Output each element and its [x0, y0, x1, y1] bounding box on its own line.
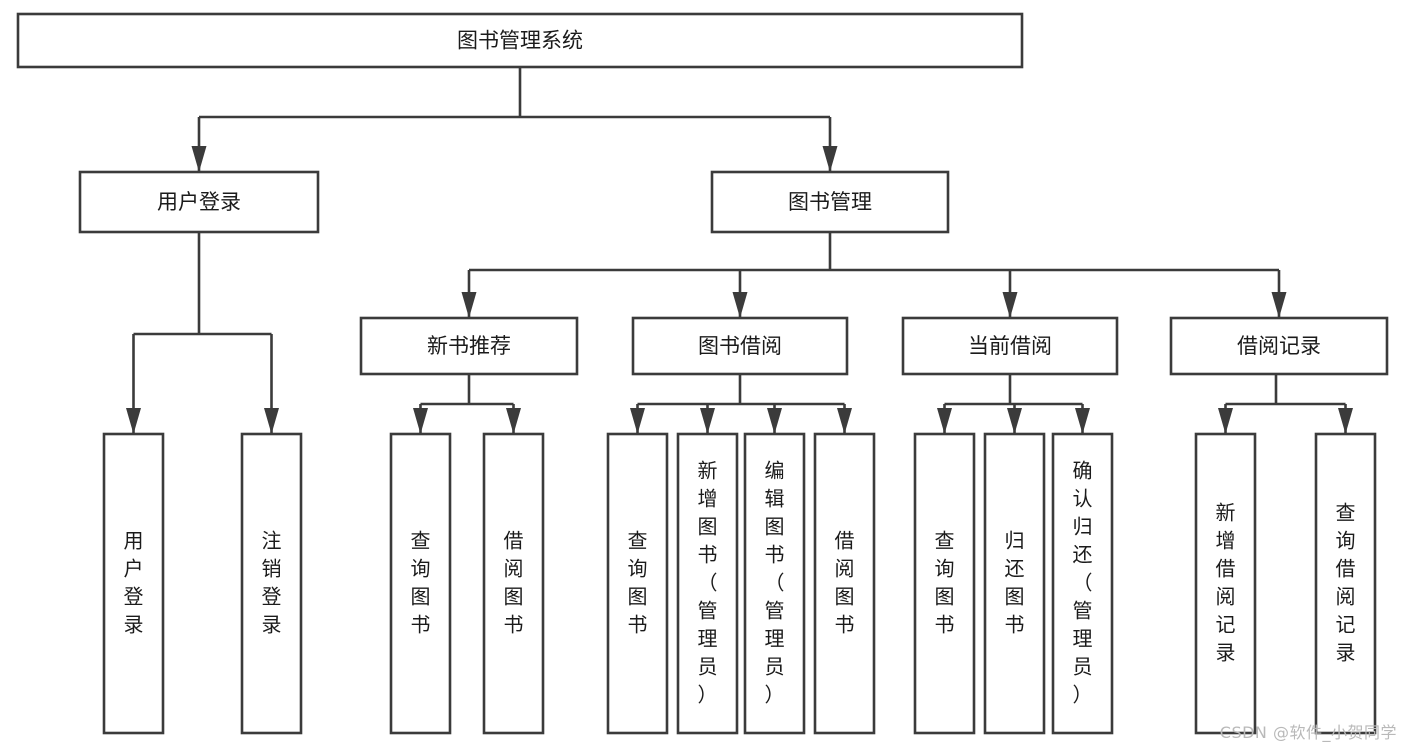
node-l_confirm[interactable]: 确认归还（管理员） [1051, 432, 1114, 735]
arrow-head-icon [1218, 408, 1233, 434]
node-box [676, 432, 739, 735]
node-label: 查询借阅记录 [1336, 500, 1356, 664]
node-box [710, 170, 950, 234]
node-box [102, 432, 165, 735]
node-label: 借阅图书 [504, 528, 524, 636]
node-box [606, 432, 669, 735]
node-l_return[interactable]: 归还图书 [983, 432, 1046, 735]
node-l_b2[interactable]: 借阅图书 [813, 432, 876, 735]
node-label: 确认归还（管理员） [1073, 458, 1093, 706]
arrow-head-icon [937, 408, 952, 434]
node-box [743, 432, 806, 735]
edge-group-records [1218, 374, 1353, 434]
node-box [78, 170, 320, 234]
node-l_login[interactable]: 用户登录 [102, 432, 165, 735]
edge-group-new_rec [413, 374, 521, 434]
node-current[interactable]: 当前借阅 [901, 316, 1119, 376]
arrow-head-icon [630, 408, 645, 434]
arrow-head-icon [506, 408, 521, 434]
node-box [913, 432, 976, 735]
node-l_logout[interactable]: 注销登录 [240, 432, 303, 735]
arrow-head-icon [264, 408, 279, 434]
node-label: 归还图书 [1005, 528, 1025, 636]
node-user_login[interactable]: 用户登录 [78, 170, 320, 234]
node-label: 新增图书（管理员） [698, 458, 718, 706]
arrow-head-icon [461, 292, 477, 318]
node-label: 查询图书 [628, 528, 648, 636]
node-l_qrec[interactable]: 查询借阅记录 [1314, 432, 1377, 735]
arrow-head-icon [126, 408, 141, 434]
node-layer: 图书管理系统用户登录图书管理新书推荐图书借阅当前借阅借阅记录用户登录注销登录查询… [16, 12, 1389, 735]
node-box [16, 12, 1024, 69]
node-label: 图书管理 [788, 190, 872, 214]
arrow-head-icon [1338, 408, 1353, 434]
arrow-head-icon [837, 408, 852, 434]
edge-group-user_login [126, 232, 279, 434]
node-new_rec[interactable]: 新书推荐 [359, 316, 579, 376]
node-label: 借阅记录 [1237, 334, 1321, 358]
node-box [631, 316, 849, 376]
node-l_q3[interactable]: 查询图书 [913, 432, 976, 735]
edge-group-current [937, 374, 1090, 434]
arrow-head-icon [732, 292, 748, 318]
node-l_add[interactable]: 新增图书（管理员） [676, 432, 739, 735]
node-label: 新书推荐 [427, 334, 511, 358]
arrow-head-icon [1002, 292, 1018, 318]
node-box [482, 432, 545, 735]
node-book_mgmt[interactable]: 图书管理 [710, 170, 950, 234]
node-borrow[interactable]: 图书借阅 [631, 316, 849, 376]
node-label: 查询图书 [411, 528, 431, 636]
arrow-head-icon [822, 146, 838, 172]
node-label: 用户登录 [124, 528, 144, 636]
node-label: 新增借阅记录 [1216, 500, 1236, 664]
node-l_q2[interactable]: 查询图书 [606, 432, 669, 735]
edge-group-book_mgmt [461, 232, 1287, 318]
node-box [1194, 432, 1257, 735]
node-label: 编辑图书（管理员） [765, 458, 785, 706]
arrow-head-icon [191, 146, 207, 172]
node-box [1314, 432, 1377, 735]
arrow-head-icon [1271, 292, 1287, 318]
node-l_b1[interactable]: 借阅图书 [482, 432, 545, 735]
edge-group-root [191, 67, 838, 172]
node-box [389, 432, 452, 735]
node-label: 注销登录 [262, 528, 282, 636]
node-records[interactable]: 借阅记录 [1169, 316, 1389, 376]
arrow-head-icon [1007, 408, 1022, 434]
node-box [813, 432, 876, 735]
arrow-head-icon [1075, 408, 1090, 434]
edge-group-borrow [630, 374, 852, 434]
node-l_edit[interactable]: 编辑图书（管理员） [743, 432, 806, 735]
node-l_addrec[interactable]: 新增借阅记录 [1194, 432, 1257, 735]
arrow-head-icon [413, 408, 428, 434]
node-label: 查询图书 [935, 528, 955, 636]
node-box [1051, 432, 1114, 735]
node-box [359, 316, 579, 376]
node-label: 当前借阅 [968, 334, 1052, 358]
node-label: 图书管理系统 [457, 29, 583, 53]
node-box [901, 316, 1119, 376]
arrow-head-icon [767, 408, 782, 434]
node-label: 用户登录 [157, 190, 241, 214]
node-label: 图书借阅 [698, 334, 782, 358]
node-box [240, 432, 303, 735]
arrow-head-icon [700, 408, 715, 434]
node-label: 借阅图书 [835, 528, 855, 636]
node-box [1169, 316, 1389, 376]
node-box [983, 432, 1046, 735]
node-l_q1[interactable]: 查询图书 [389, 432, 452, 735]
connector-layer [126, 67, 1353, 434]
node-root[interactable]: 图书管理系统 [16, 12, 1024, 69]
